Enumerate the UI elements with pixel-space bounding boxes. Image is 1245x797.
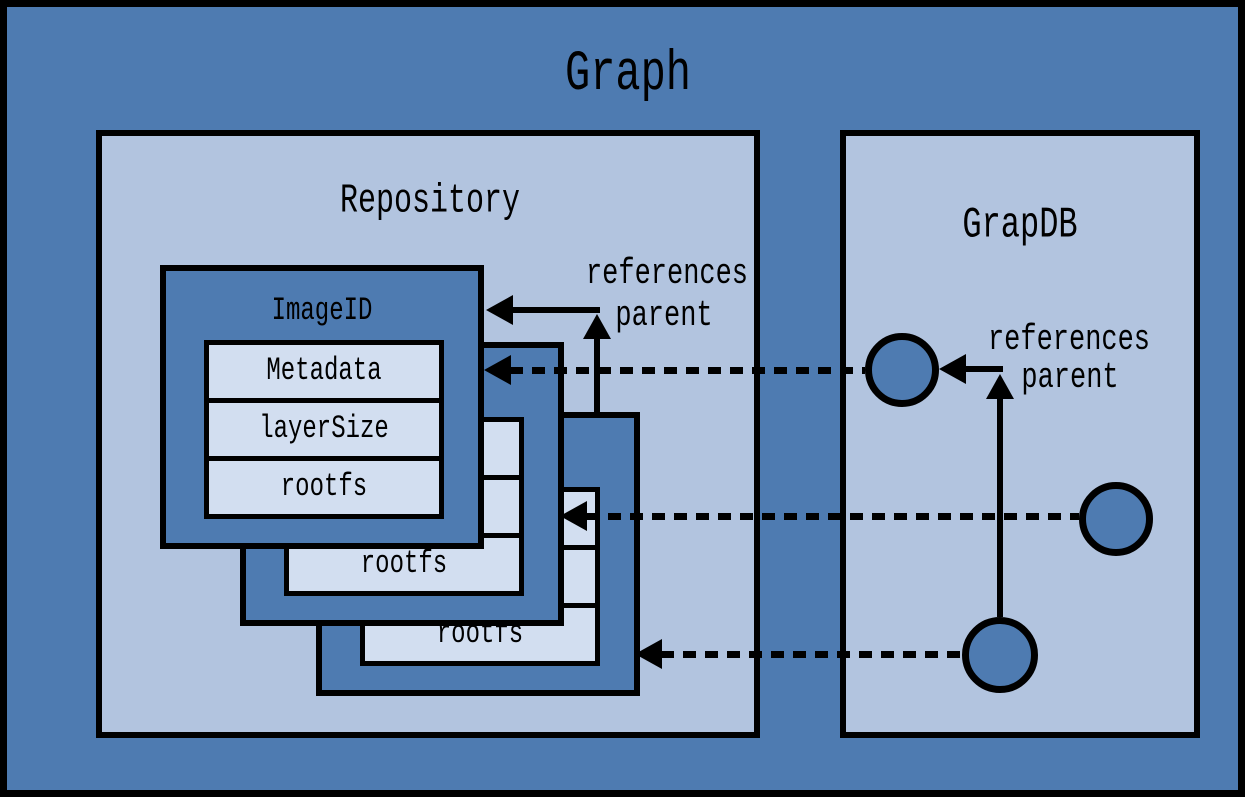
arrow-b-left-arrowhead-icon [939,354,966,384]
layer-node-bottom-icon [962,617,1038,693]
repository-annotation-line2: parent [615,296,713,338]
arrow-b-up-arrowhead-icon [986,374,1014,399]
card-1-row-layersize: layerSize [209,403,439,456]
dashed-link-2-arrowhead-icon [560,501,587,531]
dashed-link-1-arrowhead-icon [484,355,511,385]
card-1-row-rootfs: rootfs [209,461,439,514]
image-card-1: ImageID Metadata layerSize rootfs [160,265,484,549]
graphdb-annotation-line2: parent [1021,358,1119,400]
graphdb-annotation-line1: references [987,320,1151,362]
image-card-1-title: ImageID [271,293,373,330]
image-card-1-rows: Metadata layerSize rootfs [204,340,444,519]
repository-title: Repository [339,179,521,225]
arrow-a-left-arrowhead-icon [486,295,513,325]
arrow-a-up-arrowhead-icon [583,314,611,339]
repository-annotation-line1: references [585,254,749,296]
card-1-row-metadata: Metadata [209,345,439,398]
arrow-b-horizontal-line [966,366,1003,372]
dashed-link-2-line [586,513,1079,520]
dashed-link-3-arrowhead-icon [635,639,662,669]
arrow-a-vertical-line [594,336,600,412]
arrow-b-vertical-line [997,397,1003,617]
dashed-link-3-line [661,651,962,658]
arrow-a-horizontal-line [513,307,600,313]
graphdb-title: GrapDB [962,200,1078,250]
layer-node-middle-icon [1079,482,1153,556]
graph-title: Graph [564,41,692,107]
dashed-link-1-line [510,367,865,374]
layer-node-top-icon [865,333,939,407]
